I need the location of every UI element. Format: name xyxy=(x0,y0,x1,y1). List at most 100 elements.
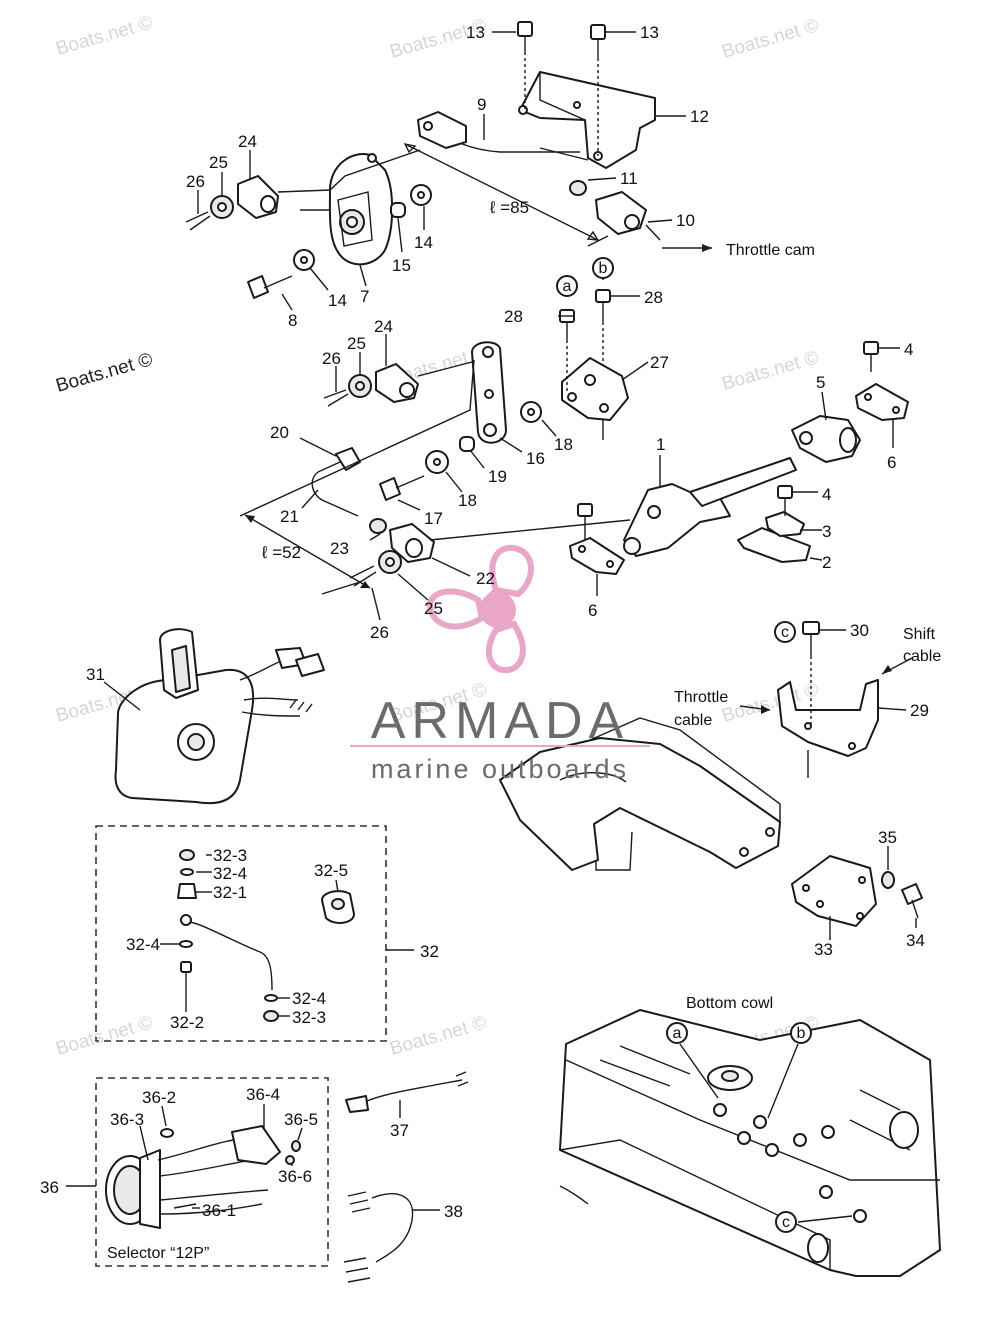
marker-b: b xyxy=(797,1025,806,1042)
bolt-28 xyxy=(595,289,611,303)
clip-26 xyxy=(185,211,211,231)
dimension-52: ℓ =52 xyxy=(261,543,301,562)
bolt-34 xyxy=(901,883,923,905)
label-24: 24 xyxy=(238,132,257,151)
kit-box-32 xyxy=(95,825,387,1042)
label-23: 23 xyxy=(330,539,349,558)
selector-note: Selector “12P” xyxy=(107,1245,209,1262)
label-31: 31 xyxy=(86,665,105,684)
part-labels: 13 13 9 12 11 10 24 25 26 14 15 14 7 8 2… xyxy=(40,23,929,1221)
label-25: 25 xyxy=(424,599,443,618)
label-14: 14 xyxy=(414,233,433,252)
label-18: 18 xyxy=(554,435,573,454)
kit-box-36 xyxy=(95,1077,329,1267)
label-12: 12 xyxy=(690,107,709,126)
bracket-29 xyxy=(777,679,879,757)
label-4: 4 xyxy=(904,340,913,359)
plate-2 xyxy=(737,527,811,563)
clip-26 xyxy=(349,565,377,587)
label-26: 26 xyxy=(322,349,341,368)
label-36-6: 36-6 xyxy=(278,1167,312,1186)
marker-c: c xyxy=(782,1214,790,1231)
remote-control-31 xyxy=(114,628,325,805)
label-22: 22 xyxy=(476,569,495,588)
bracket-33 xyxy=(791,855,877,927)
label-25: 25 xyxy=(209,153,228,172)
throttle-cable-note-1: Throttle xyxy=(674,689,728,706)
label-6: 6 xyxy=(887,453,896,472)
annotations: ℓ =85 ℓ =52 Throttle cam Shift cable Thr… xyxy=(107,198,941,1262)
label-32-4: 32-4 xyxy=(292,989,326,1008)
label-32-3: 32-3 xyxy=(292,1008,326,1027)
label-21: 21 xyxy=(280,507,299,526)
marker-c: c xyxy=(781,624,789,641)
shift-cable-note-1: Shift xyxy=(903,626,936,643)
label-13: 13 xyxy=(466,23,485,42)
label-5: 5 xyxy=(816,373,825,392)
label-30: 30 xyxy=(850,621,869,640)
label-13: 13 xyxy=(640,23,659,42)
label-25: 25 xyxy=(347,334,366,353)
label-24: 24 xyxy=(374,317,393,336)
bottom-cowl xyxy=(559,1009,941,1277)
lever-7 xyxy=(328,153,394,266)
label-7: 7 xyxy=(360,287,369,306)
label-16: 16 xyxy=(526,449,545,468)
cable-bracket-assembly xyxy=(499,621,923,936)
shift-cable-note-2: cable xyxy=(903,648,941,665)
bolt-32-2 xyxy=(180,961,192,973)
washer-32-4 xyxy=(179,940,193,948)
label-11: 11 xyxy=(620,169,638,188)
label-20: 20 xyxy=(270,423,289,442)
label-38: 38 xyxy=(444,1202,463,1221)
nut-23 xyxy=(369,518,387,534)
plate-6 xyxy=(569,537,625,575)
bracket-12 xyxy=(519,71,656,169)
rod-32 xyxy=(185,921,273,991)
label-1: 1 xyxy=(656,435,665,454)
label-8: 8 xyxy=(288,311,297,330)
nut-11 xyxy=(569,180,587,196)
label-14: 14 xyxy=(328,291,347,310)
label-36-5: 36-5 xyxy=(284,1110,318,1129)
bolt-4 xyxy=(863,341,879,355)
label-17: 17 xyxy=(424,509,443,528)
rod-end-9 xyxy=(417,111,467,149)
label-36-3: 36-3 xyxy=(110,1110,144,1129)
bolt-13 xyxy=(517,21,533,37)
label-37: 37 xyxy=(390,1121,409,1140)
label-3: 3 xyxy=(822,522,831,541)
collar-32-1 xyxy=(177,883,197,899)
wire-harness xyxy=(343,1071,469,1283)
label-27: 27 xyxy=(650,353,669,372)
watermarks: Boats.net © Boats.net © Boats.net © Boat… xyxy=(54,12,821,1060)
reference-markers: a b c a b c xyxy=(556,257,812,1233)
shaft-1 xyxy=(689,457,797,507)
label-26: 26 xyxy=(370,623,389,642)
washer-32-4 xyxy=(180,868,194,876)
label-32-5: 32-5 xyxy=(314,861,348,880)
label-36-1: 36-1 xyxy=(202,1201,236,1220)
label-2: 2 xyxy=(822,553,831,572)
bolt-4 xyxy=(777,485,793,499)
throttle-cam-note: Throttle cam xyxy=(726,242,815,259)
label-35: 35 xyxy=(878,828,897,847)
selector-switch-36 xyxy=(105,1125,301,1229)
washer-32-4 xyxy=(264,994,278,1002)
washer-35 xyxy=(881,871,895,889)
label-32-1: 32-1 xyxy=(213,883,247,902)
watermark-dark: Boats.net © xyxy=(54,349,155,397)
label-6: 6 xyxy=(588,601,597,620)
label-36-4: 36-4 xyxy=(246,1085,280,1104)
label-34: 34 xyxy=(906,931,925,950)
carrier xyxy=(499,737,781,871)
label-36: 36 xyxy=(40,1178,59,1197)
link-kit-32 xyxy=(177,849,355,1022)
bolt-17 xyxy=(379,477,401,501)
watermark: Boats.net © xyxy=(54,1012,155,1060)
marker-a: a xyxy=(563,278,572,295)
rod-21 xyxy=(311,471,359,517)
collar-15 xyxy=(390,202,406,218)
bolt-8 xyxy=(247,275,269,299)
watermark: Boats.net © xyxy=(720,15,821,63)
